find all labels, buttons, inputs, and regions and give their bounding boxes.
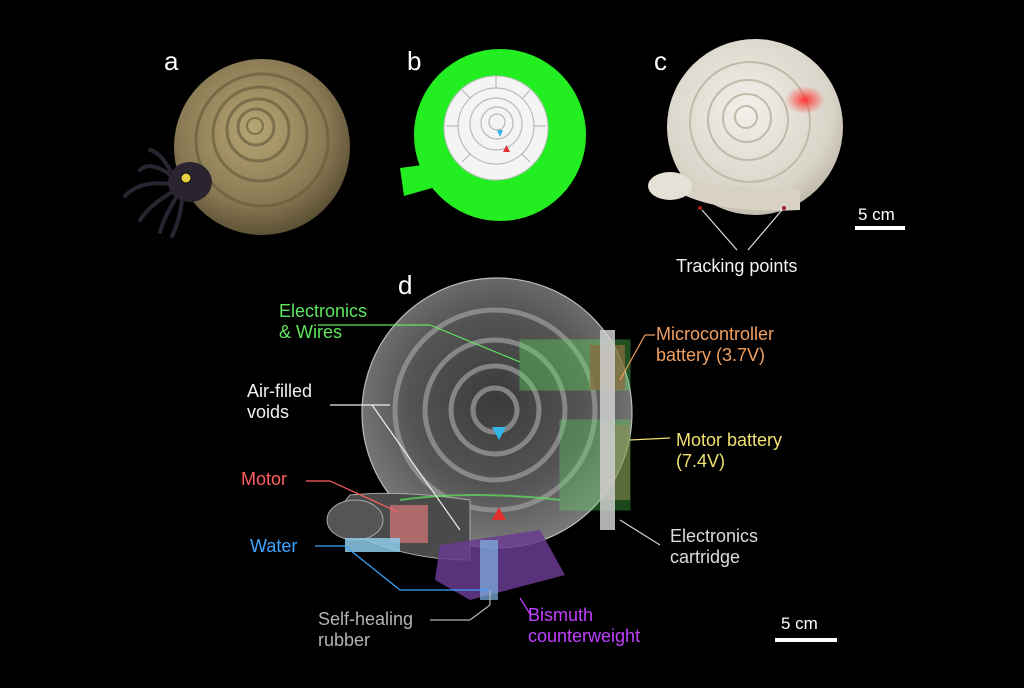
motor-battery-label: Motor battery (7.4V) (676, 430, 783, 472)
self-healing-rubber-label: Self-healing rubber (318, 609, 414, 651)
panel-a-ammonite (123, 59, 350, 238)
microcontroller-battery-label: Microcontroller battery (3.7V) (656, 324, 775, 366)
panel-label-a: a (164, 46, 179, 76)
scale-bar-d-label: 5 cm (781, 614, 818, 633)
panel-c-printed-shell (648, 39, 905, 251)
panel-label-b: b (407, 46, 422, 76)
water-label: Water (250, 536, 298, 556)
air-filled-voids-label: Air-filled voids (247, 381, 313, 423)
bismuth-counterweight-label: Bismuth counterweight (528, 605, 641, 647)
electronics-wires-label: Electronics & Wires (279, 301, 368, 343)
panel-d-schematic (306, 277, 837, 642)
panel-label-c: c (654, 46, 667, 76)
motor-label: Motor (241, 469, 288, 489)
panel-b-cross-section (400, 49, 586, 221)
electronics-cartridge-label: Electronics cartridge (670, 526, 759, 568)
panel-label-d: d (398, 270, 413, 300)
scale-bar-c-label: 5 cm (858, 205, 895, 224)
tracking-points-label: Tracking points (676, 256, 798, 276)
